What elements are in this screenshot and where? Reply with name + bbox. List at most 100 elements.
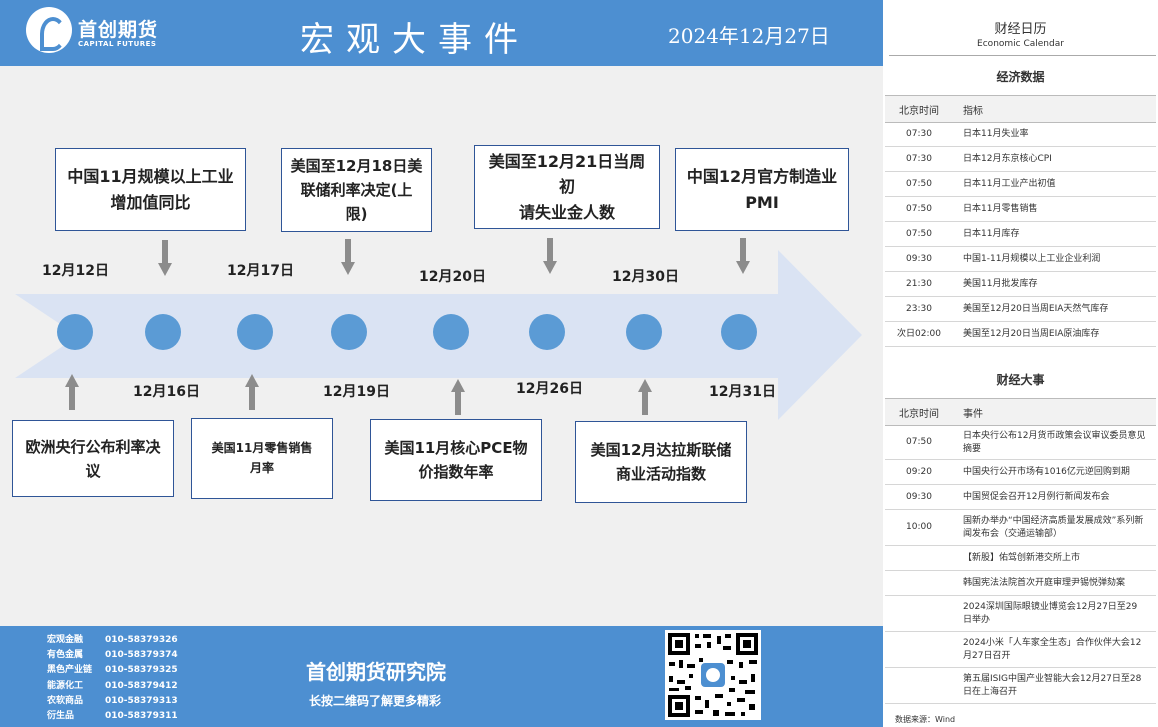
row-item: 日本12月东京核心CPI [953, 146, 1156, 172]
event-text: 联储利率决定(上限) [300, 181, 413, 223]
timeline-dot [433, 314, 469, 350]
econ-data-title: 经济数据 [996, 70, 1045, 84]
timeline-dot [529, 314, 565, 350]
timeline-date: 12月31日 [709, 384, 776, 400]
row-item: 中国贸促会召开12月例行新闻发布会 [953, 484, 1156, 510]
event-text: 增加值同比 [110, 192, 191, 212]
economic-calendar-panel: 财经日历 Economic Calendar 经济数据 北京时间 指标 07:3… [883, 0, 1158, 727]
event-box: 美国11月核心PCE物价指数年率 [370, 419, 542, 501]
arrow-up-icon [638, 379, 652, 415]
row-time: 09:30 [885, 246, 953, 272]
event-text: 美国至12月21日当周初 [488, 151, 646, 197]
event-text: 商业活动指数 [615, 465, 706, 483]
timeline-dot [237, 314, 273, 350]
row-item: 中国1-11月规模以上工业企业利润 [953, 246, 1156, 272]
contact-phone: 010-58379325 [105, 665, 178, 676]
contact-phone: 010-58379374 [105, 650, 178, 661]
row-item: 日本央行公布12月货币政策会议审议委员意见摘要 [953, 425, 1156, 460]
table-row: 韩国宪法法院首次开庭审理尹锡悦弹劾案 [885, 570, 1156, 596]
arrow-down-icon [341, 239, 355, 275]
table-row: 2024小米「人车家全生态」合作伙伴大会12月27日召开 [885, 631, 1156, 668]
arrow-up-icon [451, 379, 465, 415]
logo-name-en: CAPITAL FUTURES [78, 40, 157, 48]
events-title: 财经大事 [996, 373, 1045, 387]
contact-phone: 010-58379412 [105, 680, 178, 691]
row-time: 07:50 [885, 425, 953, 460]
event-text: 美国12月达拉斯联储 [590, 441, 732, 459]
row-time: 09:20 [885, 459, 953, 485]
qr-code-icon[interactable] [665, 630, 761, 720]
timeline-dot [721, 314, 757, 350]
report-date: 2024年12月27日 [668, 24, 830, 48]
event-text: 月率 [249, 460, 274, 475]
contact-phone: 010-58379311 [105, 710, 178, 721]
logo-name-cn: 首创期货 [78, 19, 159, 41]
arrow-down-icon [736, 238, 750, 274]
event-text: 美国11月核心PCE物 [384, 439, 528, 457]
timeline-date: 12月16日 [133, 384, 200, 400]
row-time [885, 570, 953, 596]
contact-dept: 有色金属 [47, 650, 84, 661]
row-time: 07:50 [885, 196, 953, 222]
col-time-header: 北京时间 [885, 398, 953, 426]
event-box: 美国至12月18日美联储利率决定(上限) [281, 148, 432, 232]
event-text: 美国11月零售销售 [211, 441, 313, 456]
contact-row: 有色金属 010-58379374 [47, 647, 178, 662]
calendar-subtitle: Economic Calendar [977, 39, 1064, 49]
table-row: 第五届ISIG中国产业智能大会12月27日至28日在上海召开 [885, 667, 1156, 704]
row-time: 23:30 [885, 296, 953, 322]
event-text: 请失业金人数 [518, 202, 615, 222]
row-item: 2024小米「人车家全生态」合作伙伴大会12月27日召开 [953, 631, 1156, 668]
event-box: 中国12月官方制造业 PMI [675, 148, 849, 231]
row-time: 07:50 [885, 221, 953, 247]
row-item: 美国至12月20日当周EIA原油库存 [953, 321, 1156, 347]
event-text: PMI [745, 192, 779, 212]
event-text: 议 [85, 461, 101, 480]
timeline-date: 12月30日 [612, 269, 679, 285]
event-text: 中国12月官方制造业 [686, 166, 838, 186]
row-item: 日本11月库存 [953, 221, 1156, 247]
row-item: 韩国宪法法院首次开庭审理尹锡悦弹劾案 [953, 570, 1156, 596]
timeline-dot [145, 314, 181, 350]
col-time-header: 北京时间 [885, 95, 953, 123]
row-item: 美国至12月20日当周EIA天然气库存 [953, 296, 1156, 322]
row-item: 日本11月零售销售 [953, 196, 1156, 222]
timeline-panel: 首创期货 CAPITAL FUTURES 宏观大事件 2024年12月27日 1… [0, 0, 883, 727]
institute-name: 首创期货研究院 [306, 660, 446, 684]
arrow-down-icon [158, 240, 172, 276]
contact-phone: 010-58379313 [105, 695, 178, 706]
divider [889, 55, 1156, 56]
row-item: 国新办举办“中国经济高质量发展成效”系列新闻发布会（交通运输部） [953, 509, 1156, 546]
event-box: 中国11月规模以上工业增加值同比 [55, 148, 246, 231]
row-item: 日本11月失业率 [953, 122, 1156, 147]
timeline-date: 12月17日 [227, 263, 294, 279]
table-header: 北京时间 指标 [885, 95, 1156, 123]
row-time: 07:50 [885, 171, 953, 197]
col-indicator-header: 指标 [953, 95, 1156, 123]
row-time: 21:30 [885, 271, 953, 297]
table-row: 【新股】佑驾创新港交所上市 [885, 545, 1156, 571]
row-item: 日本11月工业产出初值 [953, 171, 1156, 197]
row-item: 中国央行公开市场有1016亿元逆回购到期 [953, 459, 1156, 485]
row-item: 2024深圳国际眼镜业博览会12月27日至29日举办 [953, 595, 1156, 632]
page-title: 宏观大事件 [300, 20, 530, 60]
row-time: 07:30 [885, 122, 953, 147]
data-source: 数据来源：Wind [895, 715, 956, 724]
timeline-date: 12月19日 [323, 384, 390, 400]
row-time [885, 667, 953, 704]
event-box: 美国至12月21日当周初请失业金人数 [474, 145, 660, 229]
